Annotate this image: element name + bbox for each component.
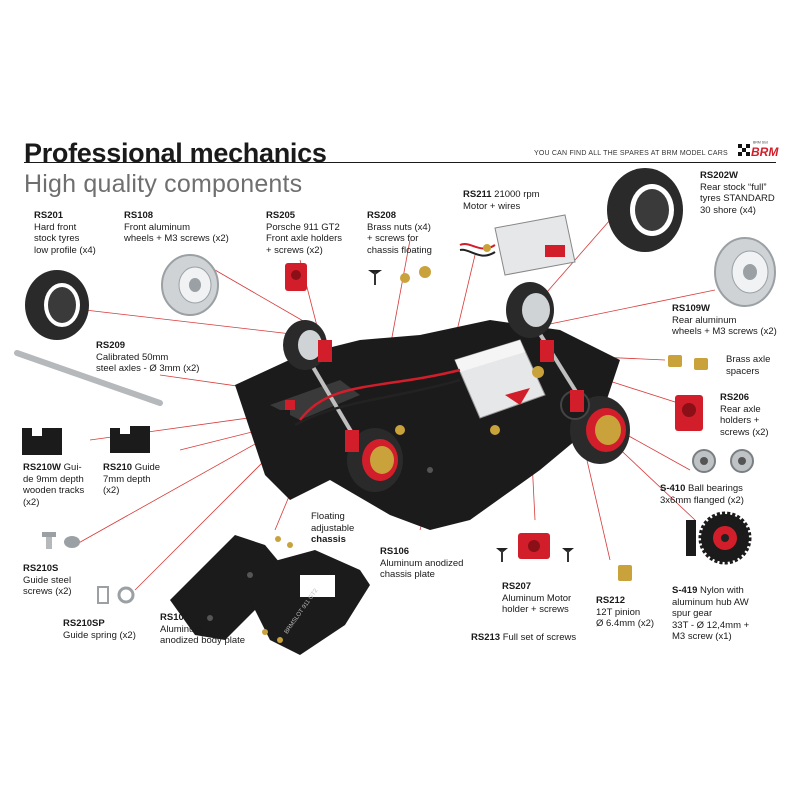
rear-axle-assembly	[506, 282, 630, 464]
checkered-flag-icon	[738, 144, 750, 156]
logo-text: BRM	[751, 145, 779, 159]
motor	[454, 339, 546, 419]
guide-on-chassis	[270, 400, 295, 428]
rs201-front-tyre	[25, 270, 89, 340]
rs210sp-guide-spring	[97, 586, 135, 604]
rs202w-rear-tyre	[607, 168, 683, 252]
spares-note: YOU CAN FIND ALL THE SPARES AT BRM MODEL…	[534, 150, 728, 157]
brass-spacers	[668, 355, 708, 370]
rs209-steel-axle	[14, 350, 163, 406]
rs210w-guide	[22, 428, 62, 455]
rs106-chassis-plate: BRMSLOT 911 GT2	[250, 536, 370, 655]
rs210-guide	[110, 426, 150, 453]
loose-parts: BRMSLOT 911 GT2	[14, 168, 776, 655]
page-subtitle: High quality components	[24, 170, 303, 198]
brm-logo: BRM Slot BRM	[738, 140, 782, 165]
title-divider	[24, 162, 776, 163]
rs211-motor	[459, 214, 576, 276]
rs108-front-wheel	[161, 254, 219, 316]
motor-wires	[294, 368, 461, 427]
logo-small-text: BRM Slot	[753, 141, 768, 145]
rs212-pinion	[618, 565, 632, 581]
rs105-body-plate	[170, 535, 290, 640]
s419-spur-gear	[686, 511, 752, 565]
s410-ball-bearings	[692, 449, 754, 473]
page-title: Professional mechanics	[24, 138, 327, 168]
label-rs213: RS213 Full set of screws	[471, 632, 577, 643]
rs205-axle-holder	[285, 263, 307, 291]
rs208-brass-nuts	[368, 266, 431, 285]
rs109w-rear-wheel	[714, 237, 776, 307]
front-axle-assembly	[283, 320, 403, 492]
rs210s-guide-screws	[42, 532, 80, 549]
rs207-motor-holder	[496, 533, 574, 562]
rs206-rear-holder	[675, 395, 703, 431]
